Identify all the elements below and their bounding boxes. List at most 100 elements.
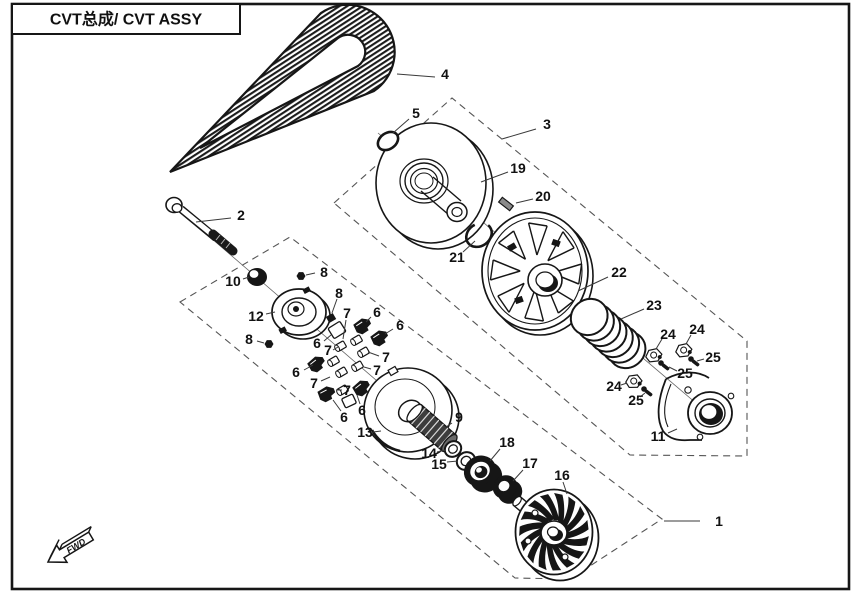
part-callout-21: 21: [449, 249, 465, 265]
part-callout-6: 6: [313, 335, 321, 351]
page-title: CVT总成/ CVT ASSY: [50, 10, 203, 29]
part-callout-7: 7: [343, 382, 351, 398]
leader-line-part-7: [320, 376, 331, 382]
part-callout-6: 6: [292, 364, 300, 380]
part-movable-driven-face: [481, 211, 594, 336]
leader-line-part-24: [620, 382, 628, 386]
part-callout-5: 5: [412, 105, 420, 121]
leader-line-part-7: [342, 319, 347, 340]
part-callout-17: 17: [522, 455, 538, 471]
part-callout-7: 7: [382, 349, 390, 365]
leader-line-part-6: [332, 399, 342, 412]
leader-line-part-16: [562, 481, 568, 495]
part-callout-6: 6: [373, 304, 381, 320]
leader-line-part-11: [667, 428, 678, 434]
leader-line-part-24: [655, 338, 663, 350]
part-bearing-cover: [657, 371, 735, 442]
part-cam-plate: [271, 286, 331, 340]
part-callout-23: 23: [646, 297, 662, 313]
leader-line-part-13: [372, 430, 382, 433]
part-callout-9: 9: [455, 409, 463, 425]
leader-line-part-8: [331, 298, 338, 314]
leader-line-part-8: [305, 272, 316, 276]
part-callout-19: 19: [510, 160, 526, 176]
part-callout-3: 3: [543, 116, 551, 132]
part-callout-16: 16: [554, 467, 570, 483]
leader-line-part-14: [436, 449, 447, 453]
part-callout-7: 7: [324, 342, 332, 358]
leader-line-part-10: [242, 276, 250, 280]
part-callout-8: 8: [320, 264, 328, 280]
leader-line-part-6: [323, 334, 332, 342]
part-callout-4: 4: [441, 66, 449, 82]
part-spacer: [247, 268, 267, 286]
part-callout-6: 6: [396, 317, 404, 333]
part-callout-20: 20: [535, 188, 551, 204]
leader-line-part-22: [577, 276, 609, 292]
leader-line-part-23: [620, 308, 645, 320]
part-roller-weight-cluster: [306, 312, 391, 409]
leader-line-part-17: [512, 469, 524, 482]
leader-line-part-7: [332, 346, 339, 351]
leader-line-part-25: [696, 358, 705, 362]
leader-line-part-12: [265, 311, 276, 315]
part-callout-24: 24: [660, 326, 676, 342]
part-callout-6: 6: [340, 409, 348, 425]
leader-line-part-15: [446, 460, 459, 463]
drive-clutch-group-outline: [179, 236, 663, 580]
fwd-arrow-shape: [46, 531, 95, 564]
part-snap-ring: [464, 221, 494, 249]
part-callout-7: 7: [310, 375, 318, 391]
part-fixed-drive-face: [512, 488, 600, 582]
leader-line-part-7: [363, 366, 372, 370]
leader-line-part-25: [668, 366, 678, 372]
part-callout-22: 22: [611, 264, 627, 280]
title-box: [11, 3, 241, 35]
part-callout-6: 6: [358, 402, 366, 418]
part-callout-24: 24: [606, 378, 622, 394]
part-callout-25: 25: [677, 365, 693, 381]
part-callout-7: 7: [343, 305, 351, 321]
part-fixed-driven-face: [375, 122, 494, 250]
title-block: CVT总成/ CVT ASSY: [11, 3, 241, 35]
part-callout-11: 11: [651, 428, 666, 444]
leader-line-part-18: [489, 448, 501, 462]
leader-line-part-8: [256, 340, 265, 344]
leader-line-part-19: [480, 171, 509, 183]
leader-line-part-3: [501, 128, 537, 140]
part-callout-10: 10: [225, 273, 241, 289]
leader-line-part-25: [639, 392, 646, 398]
leader-line-part-9: [442, 422, 453, 430]
part-washer-14: [443, 440, 463, 458]
part-callout-8: 8: [245, 331, 253, 347]
part-callout-2: 2: [237, 207, 245, 223]
part-callout-1: 1: [715, 513, 723, 529]
part-callout-24: 24: [689, 321, 705, 337]
leader-line-part-24: [685, 334, 692, 345]
part-drive-belt: [169, 3, 396, 174]
part-callout-7: 7: [373, 362, 381, 378]
leader-line-part-7: [367, 351, 380, 357]
part-o-ring: [376, 130, 400, 152]
part-spring: [569, 297, 647, 370]
part-bolt: [165, 196, 238, 256]
part-callout-14: 14: [421, 445, 437, 461]
leader-line-part-5: [392, 118, 410, 134]
part-callout-25: 25: [628, 392, 644, 408]
part-key: [497, 196, 515, 212]
part-callout-13: 13: [357, 424, 373, 440]
part-bearing: [463, 455, 503, 493]
leader-line-part-6: [384, 328, 394, 335]
part-callout-15: 15: [431, 456, 447, 472]
leader-line-part-6: [356, 394, 361, 405]
leader-line-part-4: [396, 73, 436, 78]
drawing-border: [10, 2, 851, 591]
leader-line-part-20: [515, 198, 534, 204]
leader-line-part-6: [303, 364, 314, 371]
part-callout-18: 18: [499, 434, 515, 450]
part-callout-8: 8: [335, 285, 343, 301]
part-callout-12: 12: [248, 308, 264, 324]
